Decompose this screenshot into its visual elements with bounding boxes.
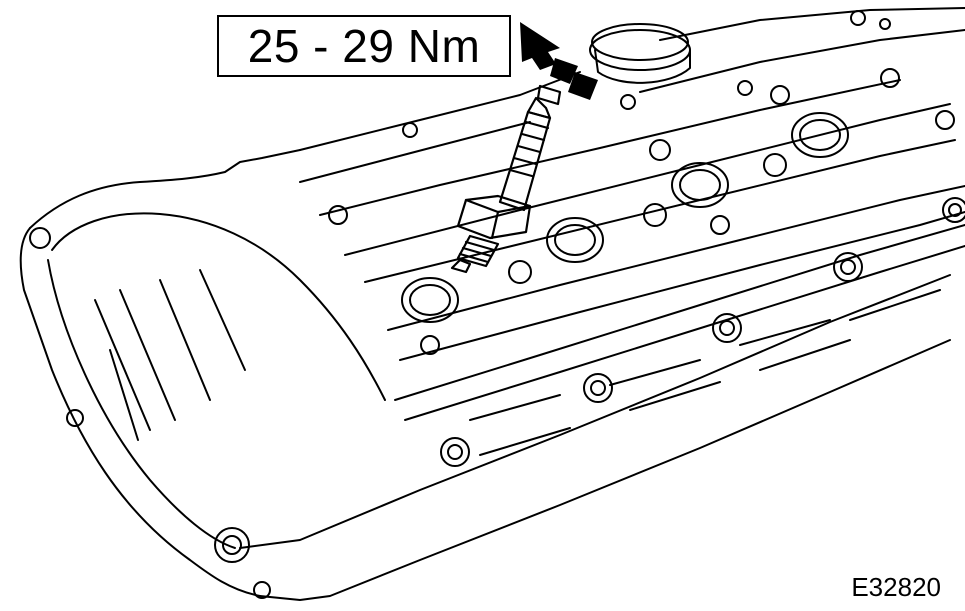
torque-spec-label: 25 - 29 Nm <box>217 15 511 77</box>
torque-value-text: 25 - 29 Nm <box>247 20 481 72</box>
oil-filler-cap <box>589 23 691 84</box>
figure-id-label: E32820 <box>851 572 941 602</box>
spark-plug-wells <box>401 112 849 323</box>
spark-plug <box>450 84 562 274</box>
mounting-bolts <box>29 10 965 599</box>
tighten-direction-arrow <box>520 22 598 100</box>
cam-cover-body <box>19 7 965 601</box>
